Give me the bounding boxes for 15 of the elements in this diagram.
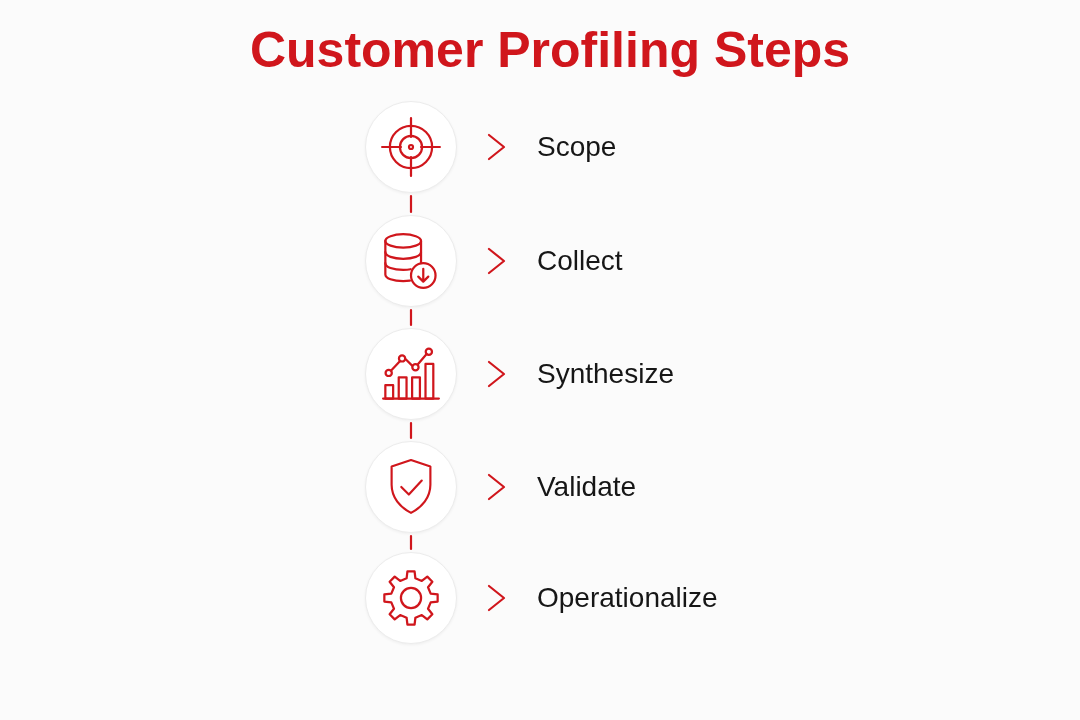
step-label: Scope bbox=[537, 130, 617, 164]
connector-line bbox=[409, 421, 413, 440]
connector-line bbox=[409, 534, 413, 551]
chevron-arrow bbox=[487, 584, 506, 612]
step-label: Synthesize bbox=[537, 357, 674, 391]
chevron-arrow bbox=[487, 247, 506, 275]
step-label: Collect bbox=[537, 244, 623, 278]
connector-line bbox=[409, 308, 413, 327]
chevron-arrow bbox=[487, 360, 506, 388]
title: Customer Profiling Steps bbox=[249, 21, 851, 80]
chevron-arrow bbox=[487, 473, 506, 501]
step-label: Validate bbox=[537, 470, 637, 504]
step-label: Operationalize bbox=[537, 581, 718, 615]
connector-line bbox=[409, 194, 413, 214]
chevron-arrow bbox=[487, 133, 506, 161]
